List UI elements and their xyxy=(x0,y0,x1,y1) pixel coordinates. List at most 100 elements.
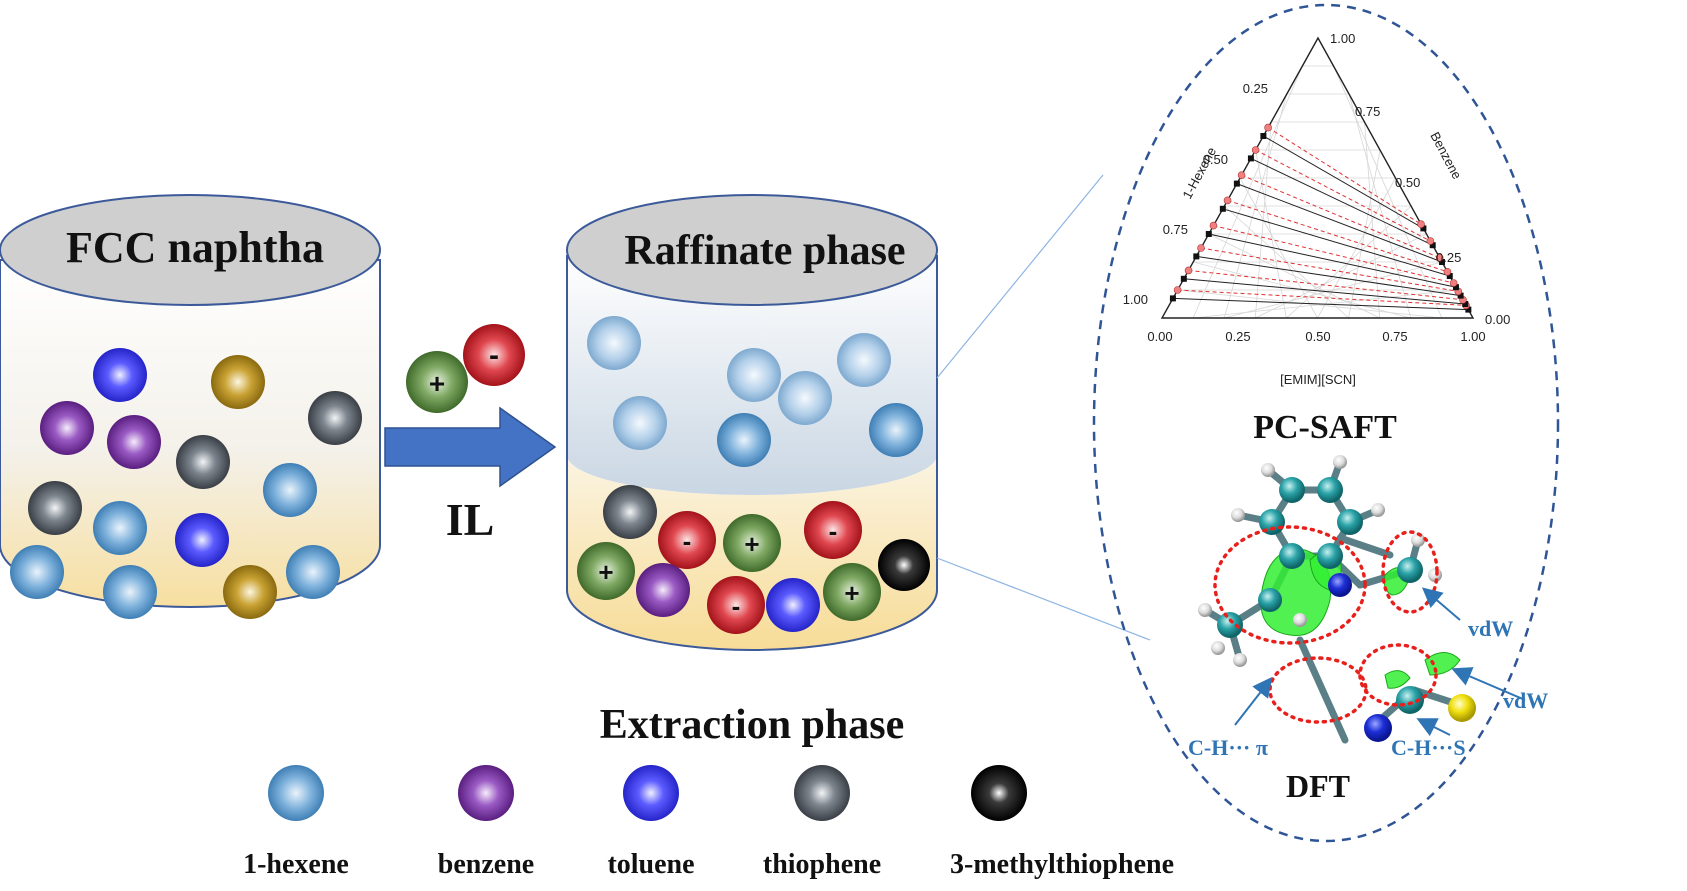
model-point xyxy=(1435,253,1444,262)
data-point xyxy=(1193,253,1200,260)
data-point xyxy=(1180,275,1187,282)
hexene-molecule xyxy=(10,545,64,599)
tie-line xyxy=(1208,233,1457,288)
tick-bottom: 0.75 xyxy=(1382,329,1407,344)
cation-sign: + xyxy=(429,368,445,399)
tick-bottom: 0.25 xyxy=(1225,329,1250,344)
data-point xyxy=(1205,231,1212,237)
tick-right: 0.00 xyxy=(1485,312,1510,327)
carbon-atom xyxy=(1279,477,1305,503)
tick-bottom: 1.00 xyxy=(1460,329,1485,344)
right-container-lid xyxy=(566,194,938,306)
data-point xyxy=(1465,306,1472,313)
anion-sign: - xyxy=(683,526,692,556)
axis-title-left: 1-Hexene xyxy=(1179,145,1219,202)
legend-label: 1-hexene xyxy=(243,849,349,880)
hexene-molecule xyxy=(727,348,781,402)
model-point xyxy=(1209,221,1218,230)
vdw-label-top: vdW xyxy=(1468,616,1513,641)
grid-line xyxy=(1193,261,1411,319)
data-point xyxy=(1169,295,1176,302)
detail-ellipse xyxy=(1092,3,1560,843)
data-point xyxy=(1462,301,1469,307)
anion-ion xyxy=(804,501,862,559)
legend-label: thiophene xyxy=(763,849,881,880)
cation-sign: + xyxy=(744,529,759,559)
hexene-molecule xyxy=(869,403,923,457)
hydrogen-atom xyxy=(1198,603,1212,617)
hydrogen-atom xyxy=(1211,641,1225,655)
benzene-molecule xyxy=(40,401,94,455)
model-point xyxy=(1184,266,1193,275)
model-point xyxy=(1417,220,1425,228)
carbon-atom xyxy=(1397,557,1423,583)
grid-line xyxy=(1364,121,1381,319)
gold-molecule xyxy=(211,355,265,409)
hydrogen-atom xyxy=(1293,613,1307,627)
carbon-atom xyxy=(1258,588,1282,612)
model-point xyxy=(1426,237,1435,245)
ch-s-label: C-H···S xyxy=(1391,735,1466,760)
interaction-circle xyxy=(1213,525,1367,645)
model-point xyxy=(1173,286,1182,294)
legend-item-toluene: toluene xyxy=(607,765,695,880)
right-arrow-icon xyxy=(384,406,557,488)
left-container-label: FCC naphtha xyxy=(66,223,324,272)
tick-bottom: 0.00 xyxy=(1147,329,1172,344)
dft-caption: DFT xyxy=(1286,768,1350,804)
tie-line-model xyxy=(1241,174,1440,259)
nitrogen-atom xyxy=(1364,714,1392,742)
tie-line xyxy=(1250,157,1433,246)
tick-right: 0.75 xyxy=(1355,104,1380,119)
ternary-points xyxy=(1169,123,1472,313)
hydrogen-atom xyxy=(1333,455,1347,469)
hydrogen-atom xyxy=(1231,508,1245,522)
cation-ion xyxy=(723,514,781,572)
data-point xyxy=(1452,284,1459,291)
toluene-swatch xyxy=(623,765,679,821)
anion-sign: - xyxy=(489,339,499,372)
hydrogen-atom xyxy=(1233,653,1247,667)
model-point xyxy=(1264,123,1272,132)
tie-line xyxy=(1196,255,1461,297)
tick-right: 0.50 xyxy=(1395,175,1420,190)
callout-line-top xyxy=(936,174,1104,379)
carbon-atom xyxy=(1217,612,1243,638)
cation-sign: + xyxy=(598,557,613,587)
model-point xyxy=(1449,279,1458,287)
hexene-molecule xyxy=(93,501,147,555)
anion-sign: - xyxy=(829,516,838,546)
legend-item-1-hexene: 1-hexene xyxy=(243,765,349,880)
raffinate-molecules xyxy=(587,316,923,467)
tick-left: 0.50 xyxy=(1203,152,1228,167)
data-point xyxy=(1446,273,1453,279)
extraction-label: Extraction phase xyxy=(600,702,905,748)
right-container: Raffinate phase Extraction phase xyxy=(566,194,938,748)
model-point xyxy=(1237,171,1246,179)
hexene-molecule xyxy=(103,565,157,619)
right-container-outline xyxy=(566,255,938,651)
legend-item-benzene: benzene xyxy=(438,765,534,880)
data-point xyxy=(1219,205,1226,212)
vdw-label-bottom: vdW xyxy=(1503,688,1548,713)
tick-left: 0.25 xyxy=(1243,81,1268,96)
interaction-highlights xyxy=(1213,525,1439,724)
toluene-molecule xyxy=(175,513,229,567)
hexene-molecule xyxy=(613,396,667,450)
thiophene-molecule xyxy=(28,481,82,535)
tie-line-model xyxy=(1255,149,1431,242)
tick-bottom: 0.50 xyxy=(1305,329,1330,344)
interaction-circle xyxy=(1381,530,1439,614)
model-point xyxy=(1197,244,1205,252)
data-point xyxy=(1439,259,1445,265)
legend-label: benzene xyxy=(438,849,534,880)
tie-line-model xyxy=(1200,247,1459,292)
hexene-swatch xyxy=(268,765,324,821)
grid-line xyxy=(1208,233,1380,319)
cation-ion xyxy=(577,542,635,600)
carbon-atom xyxy=(1317,477,1343,503)
ternary-diagram: 0.00 0.25 0.50 0.75 1.00 0.25 0.50 0.75 … xyxy=(1123,31,1511,446)
dft-structure: vdW vdW C-H··· π C-H···S DFT xyxy=(1188,455,1548,804)
axis-title-right: Benzene xyxy=(1427,129,1464,181)
